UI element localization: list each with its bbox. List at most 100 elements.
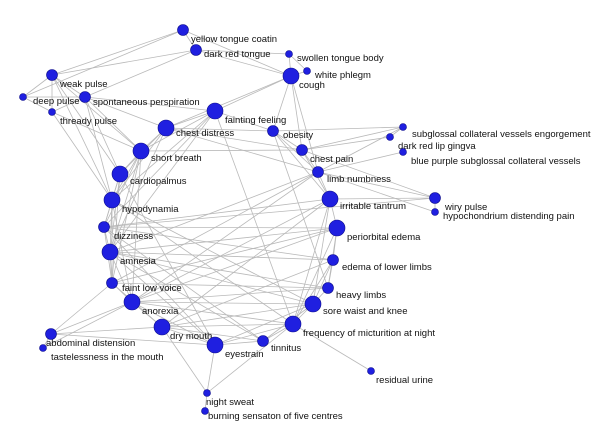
node-label-dizziness: dizziness	[114, 231, 153, 242]
node-label-abdominal-distension: abdominal distension	[46, 338, 135, 349]
edge-irritable-tantrum-sore-waist-and-knee	[312, 198, 331, 305]
node-frequency-of-micturition-at-night: frequency of micturition at night	[284, 315, 435, 339]
edge-cough-limb-numbness	[290, 75, 319, 173]
node-white-phlegm: white phlegm	[303, 67, 371, 81]
node-marker-hypochondrium-distending-pain	[431, 208, 439, 216]
edge-chest-distress-amnesia	[109, 127, 167, 253]
edge-dizziness-eyestrain	[103, 226, 216, 346]
node-label-white-phlegm: white phlegm	[314, 70, 371, 81]
edge-yellow-tongue-coating-weak-pulse	[51, 29, 184, 76]
node-marker-tastelessness-in-the-mouth	[39, 344, 47, 352]
edge-fainting-feeling-obesity	[214, 110, 274, 132]
node-marker-night-sweat	[203, 389, 211, 397]
edge-subglossal-collateral-vessels-engorgement-chest-pain	[301, 126, 404, 151]
node-label-irritable-tantrum: irritable tantrum	[340, 201, 406, 212]
edge-limb-numbness-amnesia	[109, 171, 319, 253]
node-marker-thready-pulse	[48, 108, 56, 116]
node-marker-irritable-tantrum	[321, 190, 339, 208]
node-label-frequency-of-micturition-at-night: frequency of micturition at night	[303, 328, 435, 339]
edge-spontaneous-perspiration-fainting-feeling	[84, 96, 216, 112]
node-label-chest-distress: chest distress	[176, 128, 234, 139]
node-label-periorbital-edema: periorbital edema	[347, 232, 421, 243]
node-marker-dry-mouth	[153, 318, 171, 336]
node-marker-residual-urine	[367, 367, 375, 375]
node-label-dark-red-tongue: dark red tongue	[204, 49, 271, 60]
node-night-sweat: night sweat	[203, 389, 254, 408]
edge-dry-mouth-abdominal-distension	[50, 326, 163, 335]
node-dizziness: dizziness	[98, 221, 153, 242]
node-marker-frequency-of-micturition-at-night	[284, 315, 302, 333]
node-marker-abdominal-distension	[45, 328, 57, 340]
edge-weak-pulse-hypodynamia	[51, 74, 113, 201]
node-marker-eyestrain	[206, 336, 224, 354]
node-marker-swollen-tongue-body	[285, 50, 293, 58]
node-label-obesity: obesity	[283, 130, 313, 141]
node-label-hypodynamia: hypodynamia	[122, 204, 179, 215]
node-label-chest-pain: chest pain	[310, 154, 353, 165]
edge-dizziness-periorbital-edema	[103, 226, 338, 229]
edge-sore-waist-and-knee-dry-mouth	[161, 303, 314, 328]
edge-abdominal-distension-eyestrain	[50, 333, 216, 346]
edge-wiry-pulse-dizziness	[103, 197, 436, 228]
node-label-eyestrain: eyestrain	[225, 349, 264, 360]
edge-frequency-of-micturition-at-night-night-sweat	[206, 323, 294, 394]
edge-dark-red-tongue-spontaneous-perspiration	[84, 49, 197, 98]
node-marker-edema-of-lower-limbs	[327, 254, 339, 266]
edge-periorbital-edema-frequency-of-micturition-at-night	[292, 227, 338, 325]
node-label-fainting-feeling: fainting feeling	[225, 115, 286, 126]
edge-cough-chest-distress	[165, 75, 292, 129]
edge-irritable-tantrum-dizziness	[103, 198, 331, 228]
edge-dry-mouth-tinnitus	[161, 326, 264, 342]
node-marker-dark-red-lip-gingiva	[386, 133, 394, 141]
edge-dizziness-tinnitus	[103, 226, 264, 342]
node-chest-distress: chest distress	[157, 119, 234, 139]
node-chest-pain: chest pain	[296, 144, 353, 165]
node-abdominal-distension: abdominal distension	[45, 328, 135, 349]
edge-chest-distress-hypodynamia	[111, 127, 167, 201]
edge-anorexia-tastelessness-in-the-mouth	[42, 301, 133, 349]
node-marker-white-phlegm	[303, 67, 311, 75]
node-residual-urine: residual urine	[367, 367, 433, 386]
edge-chest-distress-obesity	[165, 127, 274, 132]
edge-amnesia-periorbital-edema	[109, 227, 338, 253]
node-marker-obesity	[267, 125, 279, 137]
node-marker-deep-pulse	[19, 93, 27, 101]
node-weak-pulse: weak pulse	[46, 69, 108, 90]
edge-yellow-tongue-coating-deep-pulse	[22, 29, 184, 98]
node-label-dry-mouth: dry mouth	[170, 331, 212, 342]
edge-cough-chest-pain	[290, 75, 303, 151]
edge-irritable-tantrum-dry-mouth	[161, 198, 331, 328]
edge-edema-of-lower-limbs-frequency-of-micturition-at-night	[292, 259, 334, 325]
edge-anorexia-eyestrain	[131, 301, 216, 346]
node-tastelessness-in-the-mouth: tastelessness in the mouth	[39, 344, 163, 363]
edge-limb-numbness-anorexia	[131, 171, 319, 303]
node-label-subglossal-collateral-vessels-engorgement: subglossal collateral vessels engorgemen…	[412, 129, 591, 140]
edge-deep-pulse-thready-pulse	[22, 96, 53, 113]
node-marker-anorexia	[123, 293, 141, 311]
node-periorbital-edema: periorbital edema	[328, 219, 421, 243]
edge-blue-purple-subglossal-collateral-vessels-limb-numbness	[317, 151, 404, 173]
node-marker-dizziness	[98, 221, 110, 233]
edge-short-breath-faint-low-voice	[111, 150, 142, 284]
node-cardiopalmus: cardiopalmus	[111, 165, 187, 187]
node-label-short-breath: short breath	[151, 153, 202, 164]
node-label-residual-urine: residual urine	[376, 375, 433, 386]
edge-amnesia-tinnitus	[109, 251, 264, 342]
node-subglossal-collateral-vessels-engorgement: subglossal collateral vessels engorgemen…	[399, 123, 591, 140]
edge-fainting-feeling-amnesia	[109, 110, 216, 253]
node-dark-red-tongue: dark red tongue	[190, 44, 271, 60]
edge-cough-fainting-feeling	[214, 75, 292, 112]
edge-thready-pulse-hypodynamia	[51, 111, 113, 201]
node-label-cardiopalmus: cardiopalmus	[130, 176, 187, 187]
node-wiry-pulse: wiry pulse	[429, 192, 487, 213]
edge-heavy-limbs-anorexia	[131, 287, 329, 303]
edge-faint-low-voice-heavy-limbs	[111, 282, 329, 289]
node-marker-subglossal-collateral-vessels-engorgement	[399, 123, 407, 131]
node-marker-spontaneous-perspiration	[79, 91, 91, 103]
node-marker-limb-numbness	[312, 166, 324, 178]
node-marker-tinnitus	[257, 335, 269, 347]
node-label-anorexia: anorexia	[142, 306, 179, 317]
node-marker-fainting-feeling	[206, 102, 224, 120]
node-heavy-limbs: heavy limbs	[322, 282, 386, 301]
